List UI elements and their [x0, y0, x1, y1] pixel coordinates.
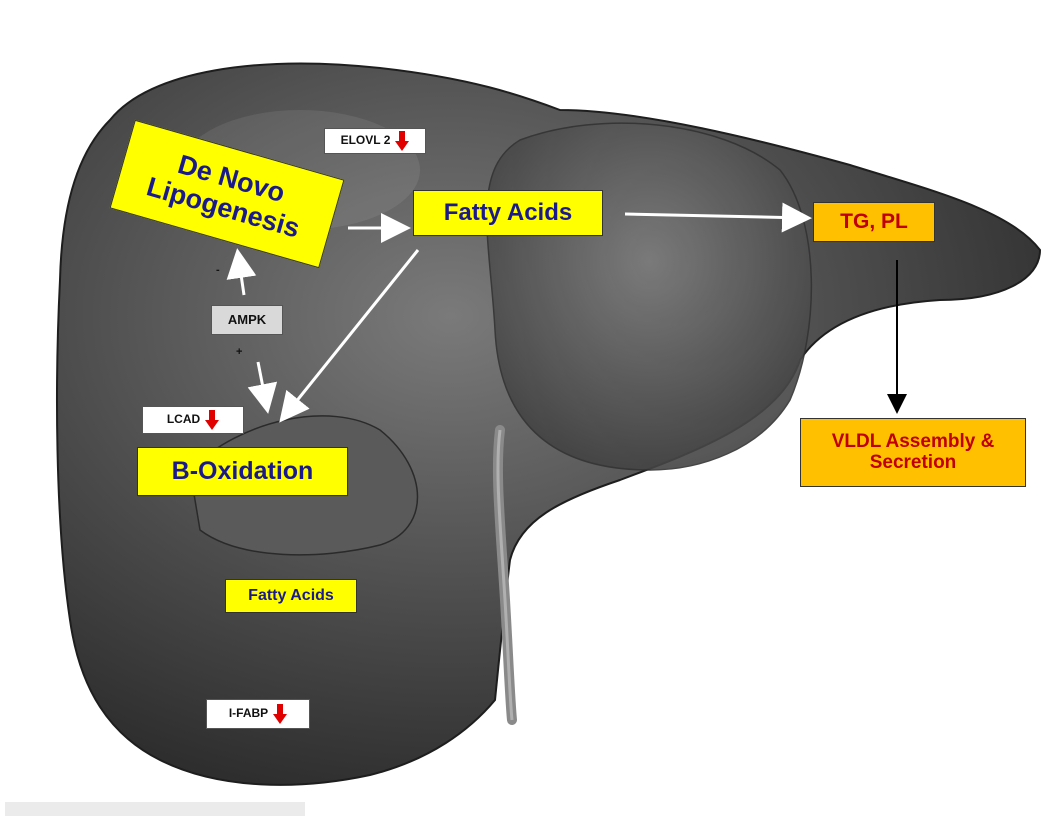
fatty-acids-label: Fatty Acids: [444, 200, 572, 226]
down-arrow-icon: [205, 410, 219, 430]
ampk-minus-sign: -: [216, 264, 220, 276]
vldl-box: VLDL Assembly & Secretion: [800, 418, 1026, 487]
ifabp-label: I-FABP: [229, 707, 268, 720]
fatty-acids-lower-label: Fatty Acids: [248, 587, 334, 605]
tg-pl-label: TG, PL: [840, 210, 908, 233]
elovl2-label: ELOVL 2: [341, 134, 391, 147]
ifabp-badge: I-FABP: [206, 699, 310, 729]
ampk-box: AMPK: [211, 305, 283, 335]
ampk-plus-sign: +: [236, 346, 242, 358]
tg-pl-box: TG, PL: [813, 202, 935, 242]
fatty-acids-box: Fatty Acids: [413, 190, 603, 236]
watermark-strip: [5, 802, 305, 816]
lcad-label: LCAD: [167, 413, 200, 426]
ampk-label: AMPK: [228, 313, 266, 327]
elovl2-badge: ELOVL 2: [324, 128, 426, 154]
b-oxidation-box: B-Oxidation: [137, 447, 348, 496]
down-arrow-icon: [395, 131, 409, 151]
down-arrow-icon: [273, 704, 287, 724]
lcad-badge: LCAD: [142, 406, 244, 434]
b-oxidation-label: B-Oxidation: [172, 458, 314, 486]
liver-right-lobe: [487, 123, 812, 470]
vldl-label: VLDL Assembly & Secretion: [801, 432, 1025, 474]
fatty-acids-lower-box: Fatty Acids: [225, 579, 357, 613]
